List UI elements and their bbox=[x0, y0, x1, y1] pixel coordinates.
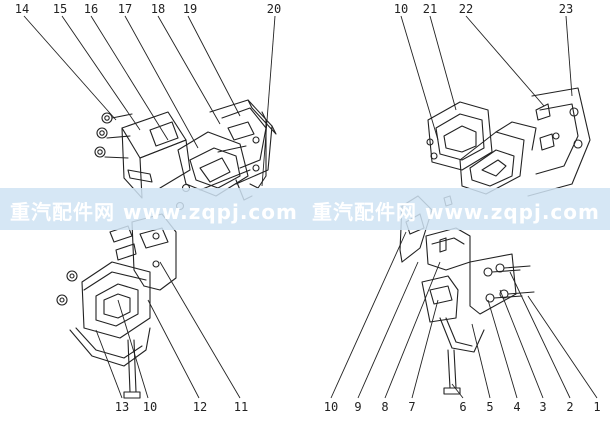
callout-20: 20 bbox=[267, 2, 281, 16]
callout-8: 8 bbox=[381, 400, 388, 414]
watermark-text-right: 重汽配件网 www.zqpj.com bbox=[312, 200, 600, 224]
callout-16: 16 bbox=[84, 2, 98, 16]
callout-leaders bbox=[23, 15, 598, 399]
callout-10-right-bottom: 10 bbox=[324, 400, 338, 414]
callout-7: 7 bbox=[408, 400, 415, 414]
left-lower-mount-assembly bbox=[56, 213, 177, 399]
callout-14: 14 bbox=[15, 2, 29, 16]
callout-13: 13 bbox=[115, 400, 129, 414]
watermark-band bbox=[0, 188, 610, 230]
right-lower-mount-assembly bbox=[399, 195, 535, 395]
callout-10-right-top: 10 bbox=[394, 2, 408, 16]
callout-23: 23 bbox=[559, 2, 573, 16]
callout-4: 4 bbox=[513, 400, 520, 414]
watermark-text-left: 重汽配件网 www.zqpj.com bbox=[10, 200, 298, 224]
callout-19: 19 bbox=[183, 2, 197, 16]
callout-5: 5 bbox=[486, 400, 493, 414]
callout-2: 2 bbox=[566, 400, 573, 414]
callout-1: 1 bbox=[593, 400, 600, 414]
callout-9: 9 bbox=[354, 400, 361, 414]
left-upper-mount-assembly bbox=[94, 99, 277, 211]
callout-11: 11 bbox=[234, 400, 248, 414]
callout-15: 15 bbox=[53, 2, 67, 16]
callout-labels: 14 15 16 17 18 19 20 13 10 12 11 10 21 2… bbox=[15, 2, 601, 414]
callout-12: 12 bbox=[193, 400, 207, 414]
callout-22: 22 bbox=[459, 2, 473, 16]
callout-6: 6 bbox=[459, 400, 466, 414]
callout-3: 3 bbox=[539, 400, 546, 414]
callout-17: 17 bbox=[118, 2, 132, 16]
callout-10-left: 10 bbox=[143, 400, 157, 414]
callout-18: 18 bbox=[151, 2, 165, 16]
callout-21: 21 bbox=[423, 2, 437, 16]
